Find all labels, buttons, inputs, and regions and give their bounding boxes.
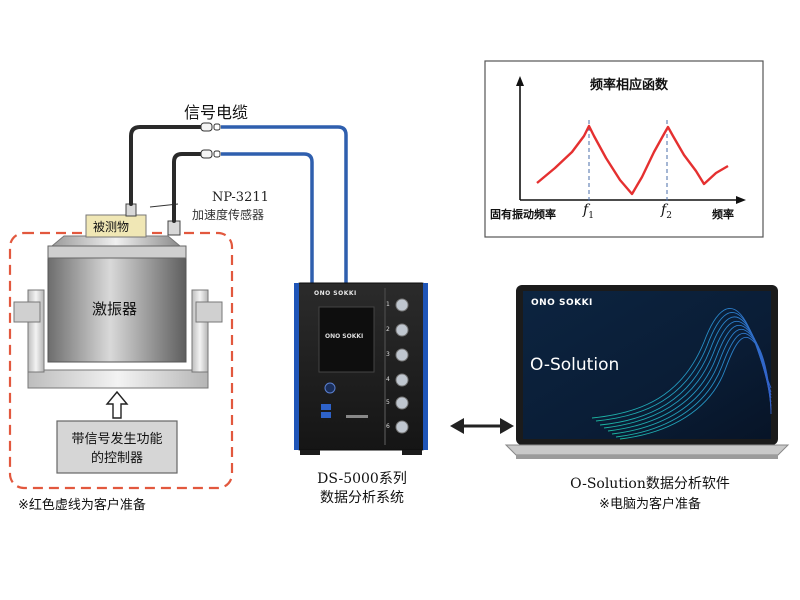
test-object (85, 214, 147, 238)
signal-cable-label: 信号电缆 (184, 103, 249, 122)
laptop-base-shadow (516, 455, 778, 459)
shaker-label: 激振器 (92, 300, 138, 318)
cable-connector-3 (213, 123, 221, 131)
device-display-logo: ONO SOKKI (325, 333, 364, 340)
sensor-cable-2 (172, 152, 203, 223)
frf-x-label-natural: 固有振动频率 (490, 208, 556, 221)
device-bnc-6 (395, 420, 409, 434)
ds5000-device (294, 282, 428, 455)
channel-number: 4 (386, 376, 390, 383)
software-label-line1: O-Solution数据分析软件 (570, 476, 730, 492)
channel-number: 2 (386, 326, 390, 333)
frf-f1-label: f1 (583, 202, 594, 221)
shaker-assembly (13, 203, 223, 474)
frf-x-label-frequency: 频率 (712, 208, 734, 221)
laptop (504, 285, 790, 459)
device-brand-logo: ONO SOKKI (314, 290, 357, 297)
test-object-label: 被测物 (93, 220, 130, 234)
ds5000-label-line1: DS-5000系列 (317, 471, 407, 487)
data-link-arrow (450, 418, 514, 434)
shaker-body (47, 257, 187, 363)
device-usb-port-2 (321, 412, 331, 418)
device-divider (384, 288, 386, 445)
controller-box (56, 420, 178, 474)
shaker-frame-base (27, 369, 209, 389)
accelerometer-2 (167, 220, 181, 236)
device-usb-port-1 (321, 404, 331, 410)
device-foot-right (402, 450, 422, 455)
laptop-brand-logo: ONO SOKKI (531, 298, 593, 308)
device-bnc-2 (395, 323, 409, 337)
frf-chart-title: 频率相应函数 (590, 78, 669, 93)
device-bnc-3 (395, 348, 409, 362)
sensor-cable-1 (129, 125, 203, 206)
laptop-screen-wave (591, 308, 772, 440)
frf-x-arrow (736, 196, 746, 204)
frf-curve (536, 124, 729, 196)
frf-chart-frame (484, 60, 764, 238)
device-side-accent-right (423, 283, 428, 450)
device-bnc-5 (395, 396, 409, 410)
frf-f2-subscript: 2 (666, 210, 672, 221)
device-bnc-1 (395, 298, 409, 312)
device-display (318, 306, 375, 373)
device-power-button (324, 382, 336, 394)
channel-number: 1 (386, 301, 390, 308)
sensor-name-label: 加速度传感器 (192, 208, 265, 222)
sensor-model-label: NP-3211 (212, 190, 269, 205)
shaker-table-edge (47, 245, 187, 259)
cable-connector-4 (213, 150, 221, 158)
cable-connector-1 (200, 122, 213, 132)
data-link-arrow-right (500, 418, 514, 434)
device-bnc-4 (395, 373, 409, 387)
software-label-line2: ※电脑为客户准备 (599, 497, 701, 512)
shaker-trunnion-right (195, 301, 223, 323)
cable-connector-2 (200, 149, 213, 159)
frf-chart (484, 60, 764, 238)
channel-number: 5 (386, 399, 390, 406)
frf-f2-symbol: f (661, 202, 667, 218)
controller-label-line2: 的控制器 (90, 451, 143, 466)
frf-y-arrow (516, 76, 524, 86)
device-foot-left (300, 450, 320, 455)
frf-f1-subscript: 1 (588, 210, 594, 221)
channel-number: 3 (386, 351, 390, 358)
device-side-accent-left (294, 283, 299, 450)
controller-label-line1: 带信号发生功能 (71, 432, 163, 447)
channel-number: 6 (386, 423, 390, 430)
ds5000-label-line2: 数据分析系统 (320, 490, 404, 506)
drive-up-arrow (105, 390, 129, 419)
device-sd-slot (346, 415, 368, 418)
frf-f2-label: f2 (661, 202, 672, 221)
customer-prepared-note: ※红色虚线为客户准备 (18, 498, 146, 513)
laptop-screen-title: O-Solution (530, 355, 620, 375)
data-link-arrow-left (450, 418, 464, 434)
laptop-base (504, 444, 790, 456)
shaker-trunnion-left (13, 301, 41, 323)
frf-f1-symbol: f (583, 202, 589, 218)
